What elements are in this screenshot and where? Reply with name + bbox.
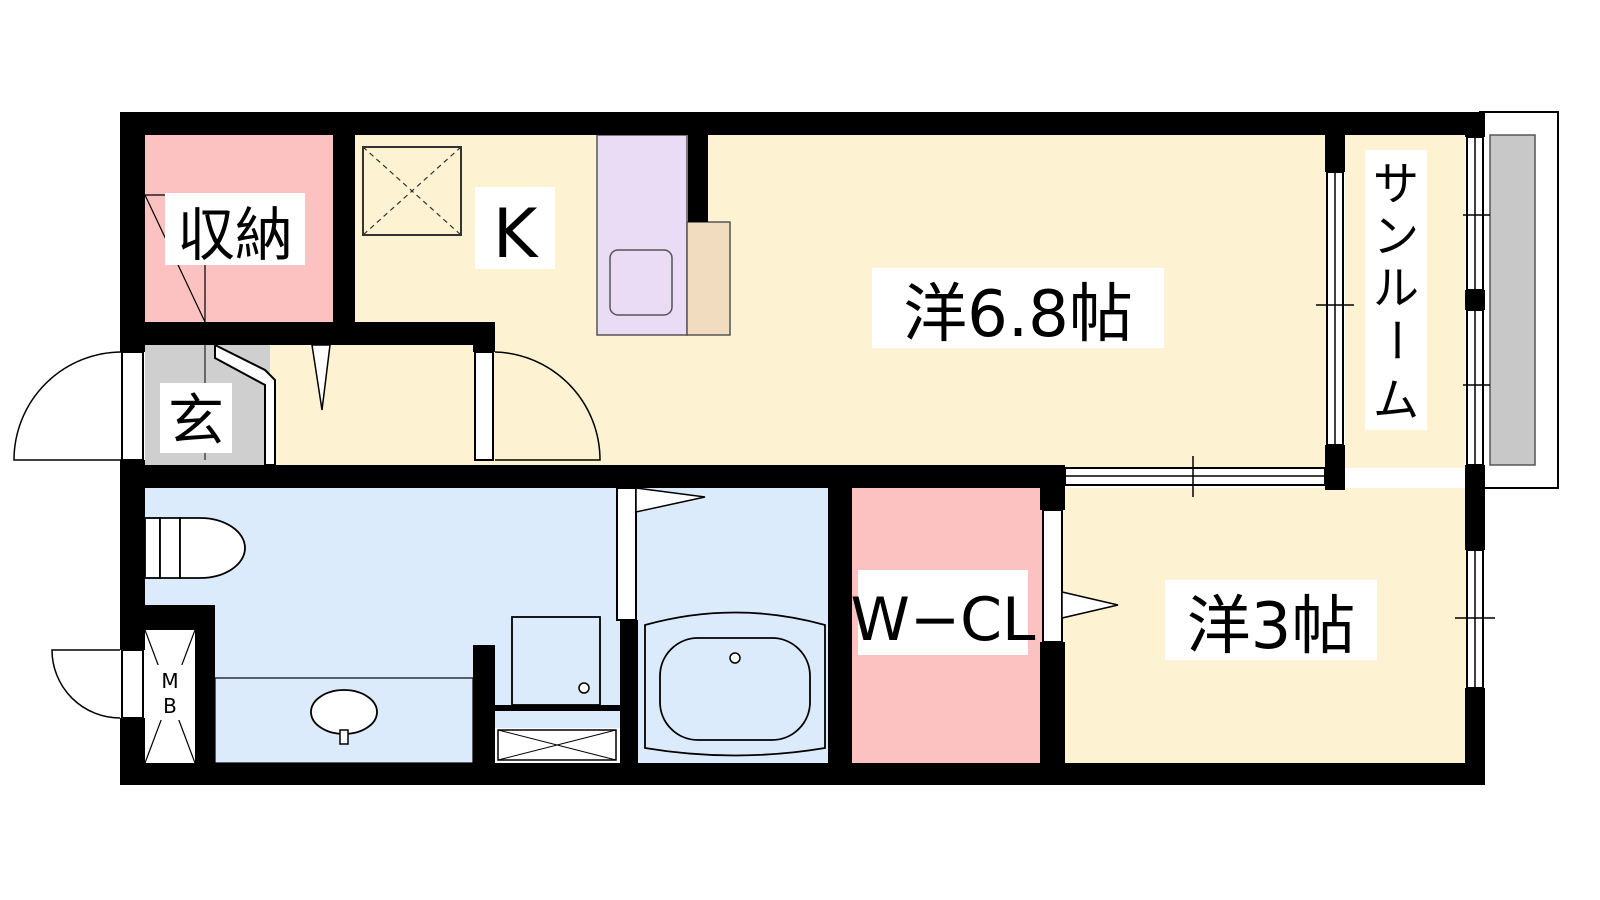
walls (120, 112, 1485, 785)
western-small-label: 洋3帖 (1187, 590, 1356, 664)
mb-door-frame (121, 649, 144, 719)
sunroom-label-0: サ (1373, 157, 1419, 211)
storage-label: 収納 (177, 201, 293, 269)
bath-door-arrow (635, 487, 706, 513)
bathtub-icon (659, 637, 811, 741)
mb-door-swing (51, 649, 121, 719)
kitchen-cabinet (686, 221, 731, 336)
sunroom-label-3: ー (1369, 317, 1423, 363)
range-hood-icon-diag2 (362, 146, 462, 236)
walk-in-closet-label: W−CL (851, 585, 1036, 655)
sunroom-label-2: ル (1373, 261, 1419, 315)
drain-icon (578, 682, 590, 694)
entrance-label: 玄 (168, 389, 224, 454)
faucet-icon (339, 729, 349, 745)
sunroom-label-1: ン (1373, 209, 1419, 263)
closet-door-arrow (1061, 591, 1119, 619)
western-main-label: 洋6.8帖 (903, 278, 1133, 352)
kitchen-label: K (493, 195, 540, 274)
shoe-cabinet (214, 343, 276, 466)
tub-drain-icon (729, 652, 741, 664)
vanity-counter (214, 677, 474, 764)
range-hood-icon (362, 146, 462, 236)
closet-door-frame (1042, 509, 1063, 643)
basin-icon (310, 689, 378, 735)
hall-door-swing (494, 351, 601, 461)
western-main-floor (355, 133, 1335, 468)
meter-box-label-1: B (163, 694, 177, 718)
entrance-door-swing (13, 351, 123, 461)
sunroom-label-4: ム (1373, 373, 1419, 427)
entrance-door-frame (121, 351, 144, 461)
kitchen-sink-icon (609, 249, 673, 316)
sunroom-rail (1489, 134, 1536, 466)
hall-door-arrow (311, 344, 331, 411)
hall-door-frame (474, 351, 494, 461)
meter-box-label-0: M (161, 669, 178, 693)
bath-door-frame (616, 487, 637, 621)
toilet-icon (144, 517, 246, 579)
